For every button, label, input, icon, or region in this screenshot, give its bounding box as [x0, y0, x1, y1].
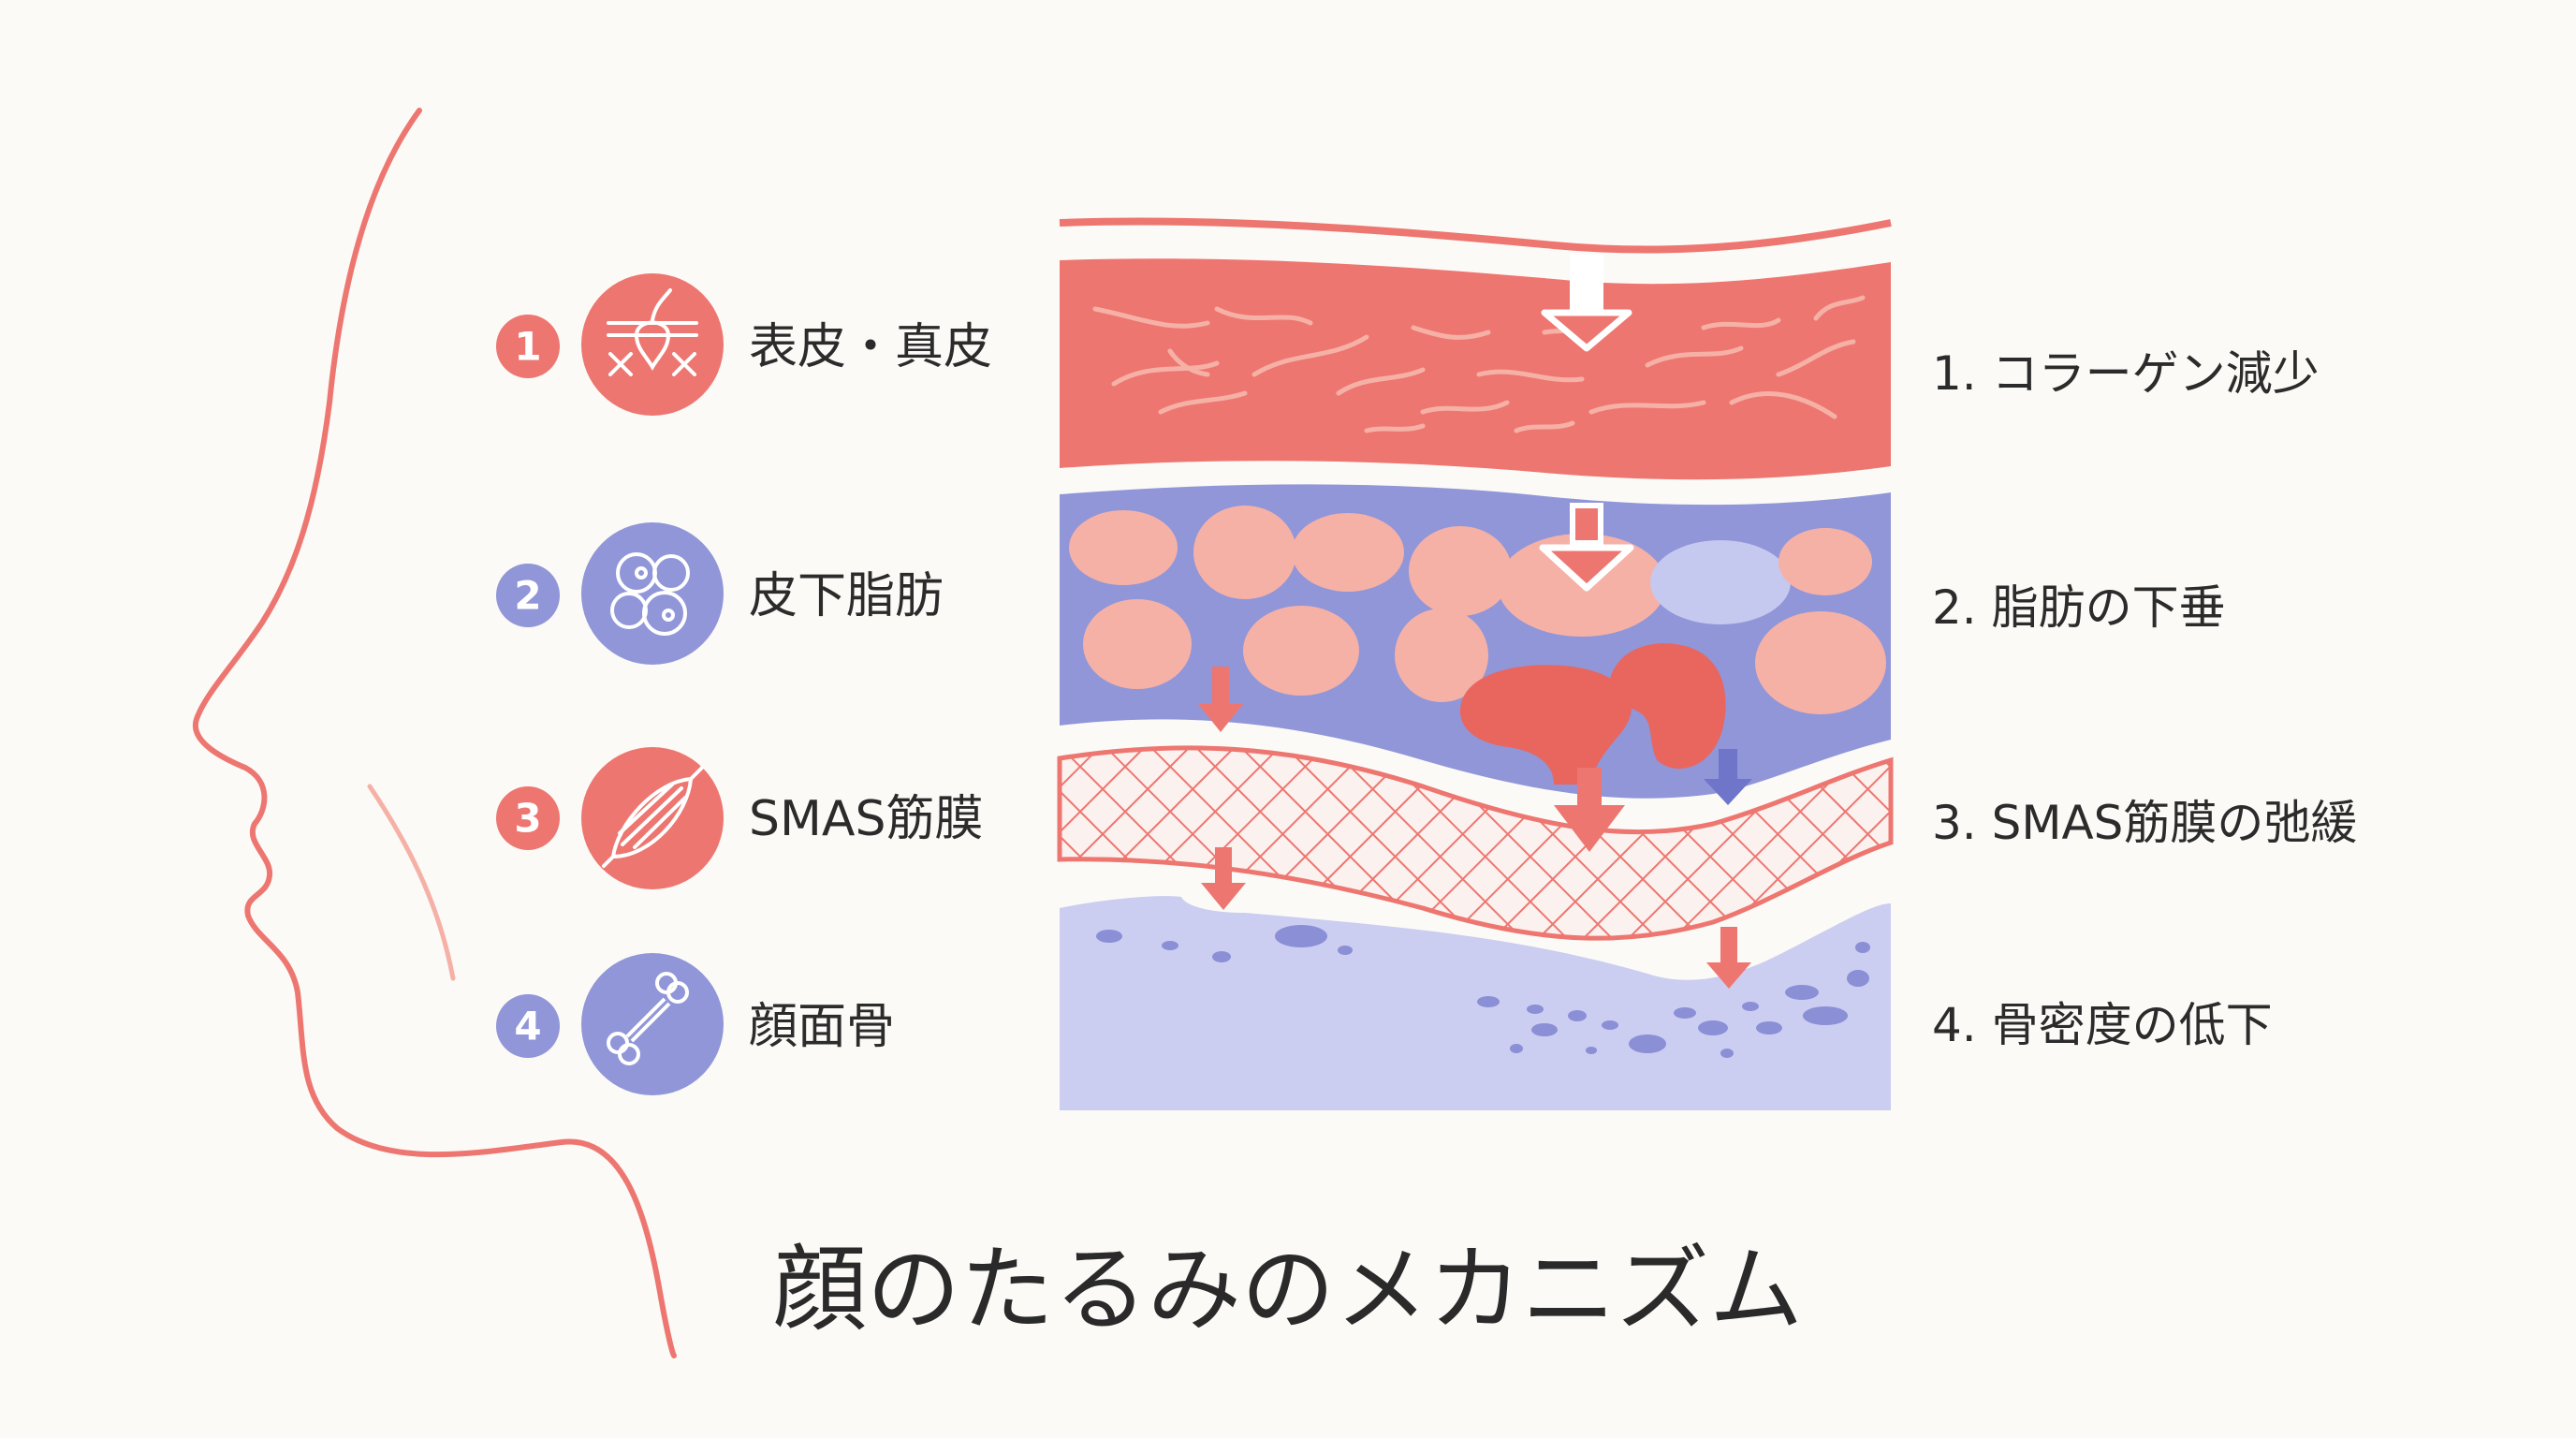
diagram-title: 顔のたるみのメカニズム: [773, 1235, 1803, 1344]
subcutaneous-fat-layer: [1060, 484, 1891, 799]
layer-number-badge: [496, 994, 560, 1058]
layer-item-smas-fascia: 3 SMAS筋膜: [496, 747, 983, 889]
arrow-down-icon: [1706, 927, 1751, 989]
arrow-down-icon: [1201, 847, 1246, 910]
arrow-down-icon: [1704, 749, 1752, 805]
layer-number: 3: [514, 796, 541, 842]
layer-number-badge: [496, 564, 560, 627]
layer-label: 表皮・真皮: [749, 319, 992, 375]
layer-item-facial-bone: 4 顔面骨: [496, 953, 895, 1095]
arrow-down-icon: [1554, 768, 1625, 852]
result-item: 3. SMAS筋膜の弛緩: [1932, 796, 2357, 850]
layer-number-badge: [496, 786, 560, 850]
fat-cell-cluster: [1069, 506, 1886, 785]
skin-hair-follicle-icon: [581, 273, 724, 416]
face-profile-outline: [192, 108, 677, 1358]
layer-label: 顔面骨: [749, 999, 895, 1055]
result-item: 1. コラーゲン減少: [1932, 346, 2320, 401]
skin-cross-section: [1057, 217, 1894, 1110]
layer-number: 4: [514, 1004, 541, 1049]
arrow-down-icon: [1198, 667, 1243, 732]
sagging-arrows: [1198, 255, 1752, 989]
bone-layer: [1060, 896, 1891, 1110]
layer-legend: 1 表皮・真皮 2: [496, 273, 992, 1095]
bone-porosity-spots: [1096, 925, 1870, 1058]
layer-label: 皮下脂肪: [749, 568, 944, 624]
results-list: 1. コラーゲン減少 2. 脂肪の下垂 3. SMAS筋膜の弛緩 4. 骨密度の…: [1932, 346, 2357, 1052]
smas-fascia-layer: [1057, 745, 1894, 941]
bone-icon: [581, 953, 724, 1095]
layer-item-subcutaneous-fat: 2 皮下脂肪: [496, 522, 944, 665]
collagen-fibers: [1092, 295, 1866, 433]
layer-number: 1: [514, 324, 541, 370]
layer-number-badge: [496, 315, 560, 378]
epidermis-dermis-layer: [1059, 217, 1892, 480]
result-item: 4. 骨密度の低下: [1932, 998, 2273, 1052]
layer-label: SMAS筋膜: [749, 791, 983, 847]
layer-number: 2: [514, 573, 541, 619]
arrow-down-icon: [1539, 503, 1634, 592]
muscle-fiber-icon: [581, 747, 724, 889]
result-item: 2. 脂肪の下垂: [1932, 580, 2226, 635]
layer-item-epidermis-dermis: 1 表皮・真皮: [496, 273, 992, 416]
arrow-down-icon: [1541, 255, 1632, 352]
fat-cells-icon: [581, 522, 724, 665]
